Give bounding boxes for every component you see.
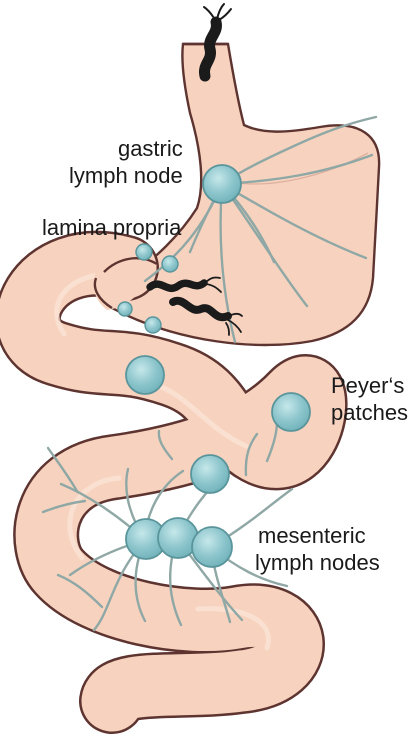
mesenteric-label-line-1: mesenteric bbox=[255, 522, 380, 549]
peyers-patches-label: Peyer‘s patches bbox=[331, 372, 408, 426]
mesenteric-lymph-node-3 bbox=[192, 527, 232, 567]
gastric-lymph-node bbox=[203, 165, 241, 203]
peyers-label-line-1: Peyer‘s bbox=[331, 372, 408, 399]
gastric-label-line-2: lymph node bbox=[69, 162, 183, 189]
lamina-propria-node-1 bbox=[136, 244, 152, 260]
gastric-label-line-1: gastric bbox=[69, 135, 183, 162]
peyers-patch-node-2 bbox=[272, 393, 310, 431]
mesenteric-label-line-2: lymph nodes bbox=[255, 549, 380, 576]
peyers-patch-node-3 bbox=[191, 455, 229, 493]
lamina-propria-node-4 bbox=[145, 317, 161, 333]
mesenteric-lymph-nodes-label: mesenteric lymph nodes bbox=[255, 522, 380, 576]
peyers-label-line-2: patches bbox=[331, 399, 408, 426]
lamina-propria-node-2 bbox=[162, 256, 178, 272]
lamina-propria-label: lamina propria bbox=[42, 214, 181, 241]
peyers-patch-node-1 bbox=[126, 356, 164, 394]
gastric-lymph-node-label: gastric lymph node bbox=[69, 135, 183, 189]
lamina-propria-node-3 bbox=[118, 302, 132, 316]
